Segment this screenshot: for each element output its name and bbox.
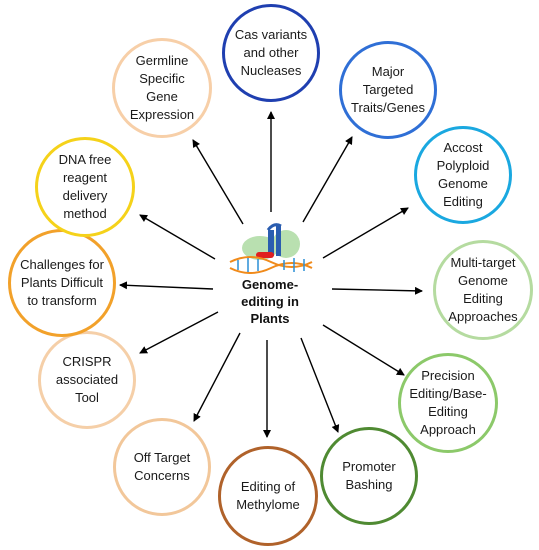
arrow-to-polyploid xyxy=(322,207,409,259)
node-label: Editing of Methylome xyxy=(236,479,300,512)
arrow-to-precision xyxy=(322,324,405,376)
arrow-to-germline xyxy=(192,139,244,225)
node-label: CRISPR associated Tool xyxy=(55,354,119,405)
node-label: Cas variants and other Nucleases xyxy=(234,27,308,78)
arrow-to-promoter xyxy=(300,337,340,433)
node-germline: Germline Specific Gene Expression xyxy=(112,38,212,138)
node-label: Major Targeted Traits/Genes xyxy=(351,64,425,115)
arrow-to-challenges xyxy=(119,281,214,290)
node-promoter: Promoter Bashing xyxy=(320,427,418,525)
node-label: Promoter Bashing xyxy=(342,459,396,492)
node-label: Germline Specific Gene Expression xyxy=(129,53,195,122)
center-label: Genome- editing in Plants xyxy=(241,277,299,326)
arrow-to-major-traits xyxy=(302,136,353,223)
node-off-target: Off Target Concerns xyxy=(113,418,211,516)
node-multi-target: Multi-target Genome Editing Approaches xyxy=(433,240,533,340)
node-label: Multi-target Genome Editing Approaches xyxy=(448,255,518,324)
node-dna-free: DNA free reagent delivery method xyxy=(35,137,135,237)
node-label: Off Target Concerns xyxy=(133,450,191,483)
genome-editing-plant-icon xyxy=(229,223,313,274)
node-cas-variants: Cas variants and other Nucleases xyxy=(222,4,320,102)
arrow-to-multi-target xyxy=(331,286,423,295)
node-precision: Precision Editing/Base- Editing Approach xyxy=(398,353,498,453)
arrow-to-off-target xyxy=(193,332,241,422)
node-label: Challenges for Plants Difficult to trans… xyxy=(20,257,104,308)
node-label: Accost Polyploid Genome Editing xyxy=(436,140,490,209)
node-major-traits: Major Targeted Traits/Genes xyxy=(339,41,437,139)
arrow-to-crispr-tool xyxy=(139,311,219,354)
node-label: Precision Editing/Base- Editing Approach xyxy=(409,368,487,437)
node-label: DNA free reagent delivery method xyxy=(58,152,112,221)
node-polyploid: Accost Polyploid Genome Editing xyxy=(414,126,512,224)
node-challenges: Challenges for Plants Difficult to trans… xyxy=(8,229,116,337)
node-crispr-tool: CRISPR associated Tool xyxy=(38,331,136,429)
node-methylome: Editing of Methylome xyxy=(218,446,318,546)
arrow-to-dna-free xyxy=(139,214,216,260)
